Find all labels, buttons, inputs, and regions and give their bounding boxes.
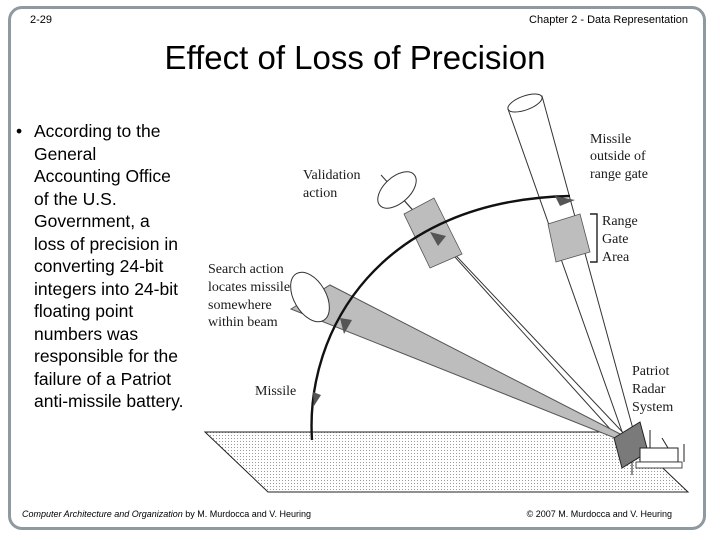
bullet-line: numbers was [34,323,139,344]
patriot-label: Patriot Radar System [632,364,673,415]
patriot-radar-icon [613,421,685,475]
bullet-line: of the U.S. [34,188,117,209]
beam-search [289,271,630,441]
bullet-line: loss of precision in [34,233,178,254]
bullet-line: converting 24-bit [34,256,164,276]
slide-frame [8,6,706,530]
bullet-line: integers into 24-bit [34,278,178,299]
bullet-dot-icon: • [16,121,23,141]
bullet-line: failure of a Patriot [34,368,172,389]
bullet-line: Government, a [34,211,150,231]
search-label: Search action locates missile somewhere … [208,262,294,330]
book-authors: by M. Murdocca and V. Heuring [182,509,311,519]
bullet-line: General [34,143,97,164]
bullet-text: According to the General Accounting Offi… [34,120,214,413]
book-title: Computer Architecture and Organization [22,509,183,519]
bullet-line: responsible for the [34,346,178,366]
bullet-line: anti-missile battery. [34,391,184,411]
page-title: Effect of Loss of Precision [164,39,546,76]
bullet-line: According to the [34,121,161,141]
bullet-line: Accounting Office [34,166,171,186]
footer-copyright: © 2007 M. Murdocca and V. Heuring [526,509,672,519]
chapter-heading: Chapter 2 - Data Representation [529,14,688,26]
validation-label: Validation action [303,168,364,201]
bullet-line: floating point [34,301,134,321]
outside-range-label: Missile outside of range gate [590,132,649,182]
footer-credit: Computer Architecture and Organization b… [22,509,311,519]
slide-number: 2-29 [30,14,53,26]
beam-outside-range [507,93,637,441]
range-gate-bracket [590,213,598,263]
range-gate-label: Range Gate Area [602,214,641,265]
ground-plane [203,431,690,493]
missile-label: Missile [255,384,296,399]
missile-marker [313,196,575,406]
